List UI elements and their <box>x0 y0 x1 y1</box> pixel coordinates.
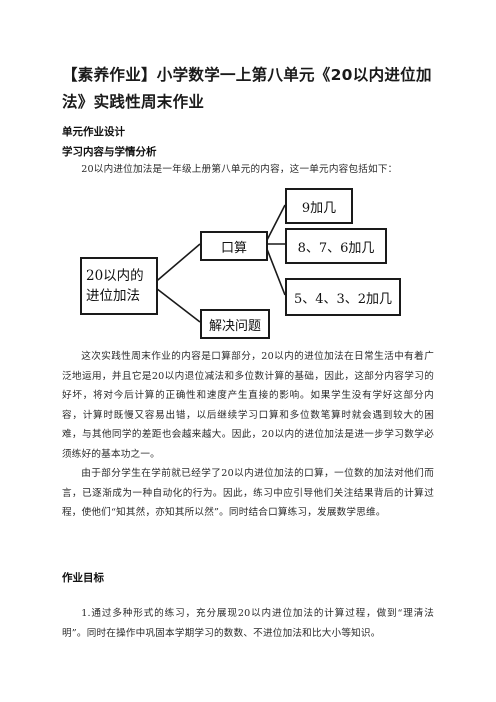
diagram-problem-label: 解决问题 <box>208 318 261 334</box>
diagram-problem-box: 解决问题 <box>200 309 270 339</box>
diagram-leaf3-label: 5、4、3、2加几 <box>293 291 393 307</box>
section-heading-unit-design: 单元作业设计 <box>62 126 125 138</box>
diagram-oral-label: 口算 <box>220 240 247 256</box>
diagram-leaf3-box: 5、4、3、2加几 <box>285 278 401 316</box>
diagram-root-label: 20以内的 进位加法 <box>86 268 144 304</box>
goal-item-1: 1.通过多种形式的练习，充分展现20以内进位加法的计算过程，做到“理清法明”。同… <box>62 608 434 639</box>
connector-root-to-problem <box>151 284 201 323</box>
body-paragraph-1: 这次实践性周末作业的内容是口算部分，20以内的进位加法在日常生活中有着广泛地运用… <box>62 351 434 460</box>
diagram-oral-box: 口算 <box>200 231 268 261</box>
diagram-leaf2-box: 8、7、6加几 <box>285 228 387 264</box>
section-heading-goals: 作业目标 <box>62 572 104 584</box>
connector-root-to-oral <box>151 243 201 286</box>
diagram-leaf1-box: 9加几 <box>285 188 353 224</box>
document-title: 【素养作业】小学数学一上第八单元《20以内进位加法》实践性周末作业 <box>62 66 432 111</box>
intro-paragraph: 20以内进位加法是一年级上册第八单元的内容，这一单元内容包括如下： <box>81 164 398 175</box>
body-paragraph-2: 由于部分学生在学前就已经学了20以内进位加法的口算，一位数的加法对他们而言，已逐… <box>62 468 434 518</box>
connector-oral-to-leaf3 <box>264 243 286 296</box>
diagram-leaf2-label: 8、7、6加几 <box>297 240 375 256</box>
connector-oral-to-leaf1 <box>264 204 286 245</box>
diagram-leaf1-label: 9加几 <box>301 200 337 216</box>
subsection-heading-analysis: 学习内容与学情分析 <box>62 146 157 158</box>
diagram-root-box: 20以内的 进位加法 <box>80 257 158 315</box>
